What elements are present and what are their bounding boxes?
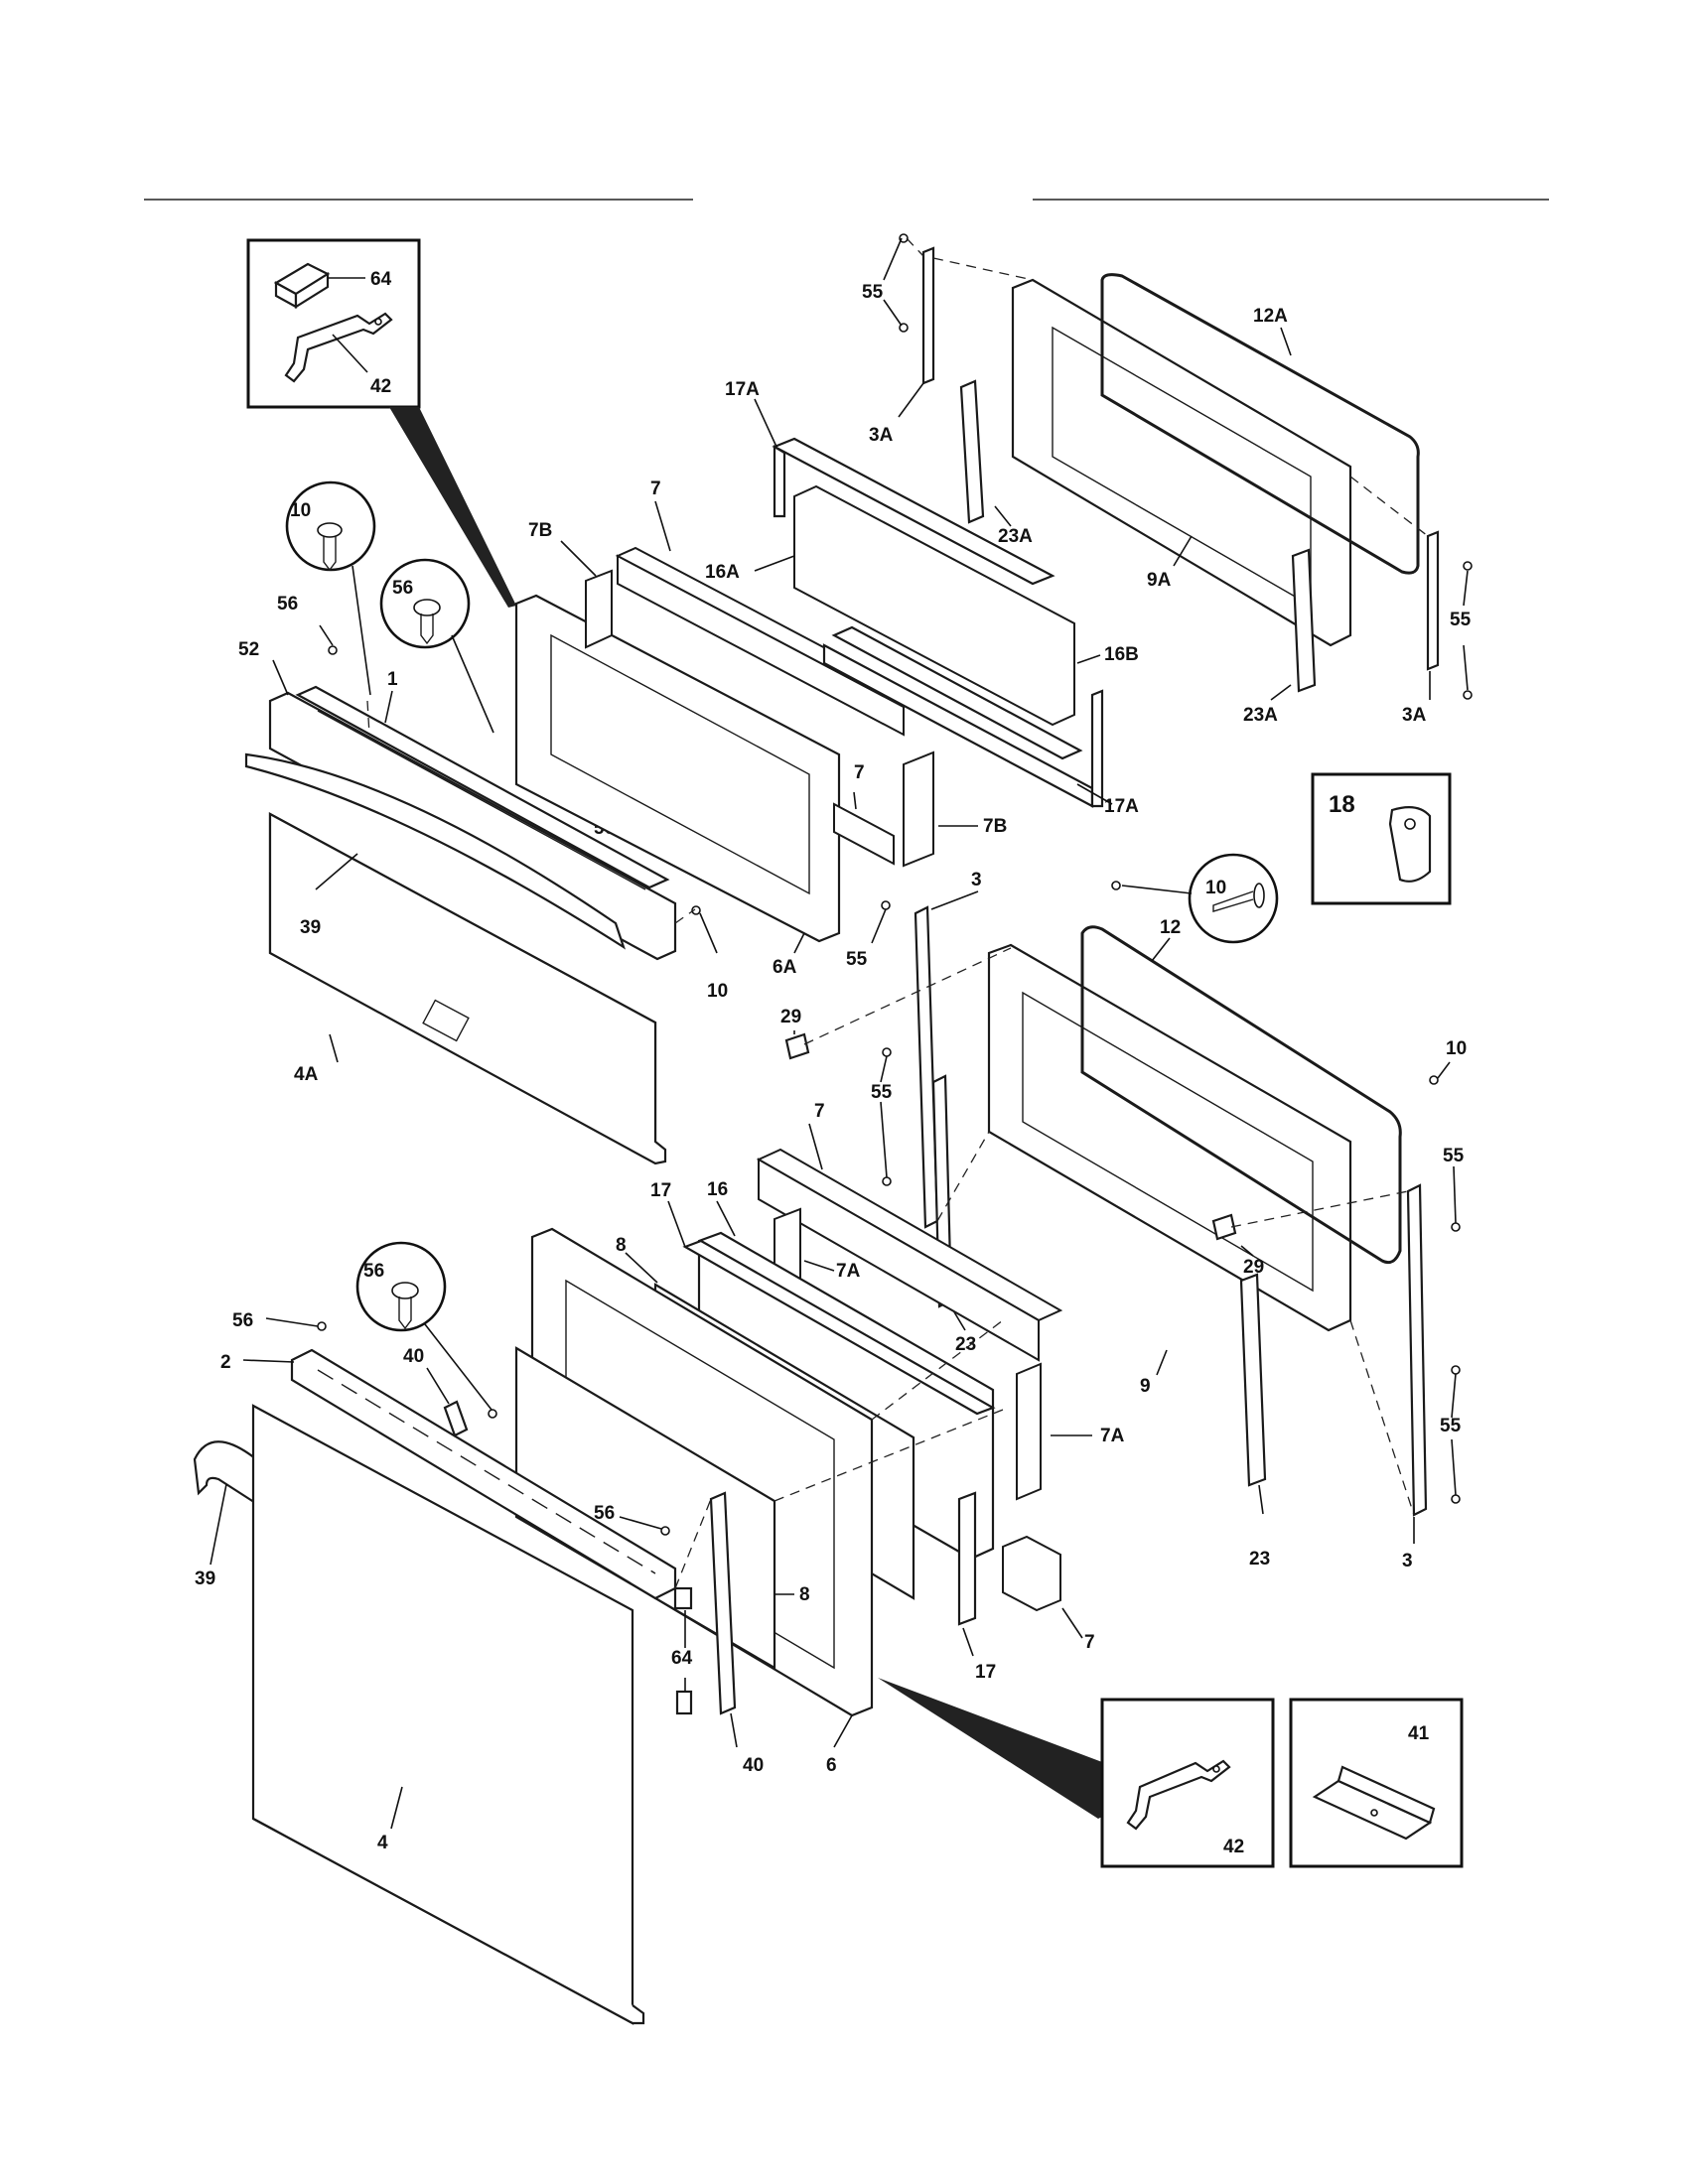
callout-3a-a: 3A — [869, 425, 894, 446]
callout-16: 16 — [707, 1179, 728, 1200]
detail-circle-screw-10-b — [1111, 853, 1279, 944]
upper-liner-assembly-right — [883, 233, 1473, 701]
callout-8-a: 8 — [616, 1235, 627, 1256]
inset-box-64-42-top — [246, 238, 421, 409]
callout-3-a: 3 — [971, 870, 982, 890]
callout-8-b: 8 — [799, 1584, 810, 1605]
callout-16a: 16A — [705, 562, 740, 583]
callout-16b: 16B — [1104, 644, 1139, 665]
callout-39-b: 39 — [195, 1569, 215, 1589]
callout-23a-b: 23A — [1243, 705, 1278, 726]
callout-7-c: 7 — [814, 1101, 825, 1122]
upper-door-assembly-left — [244, 624, 718, 1165]
inset-box-41 — [1289, 1698, 1464, 1868]
lower-door-assembly — [193, 1317, 712, 2025]
callout-3-b: 3 — [1402, 1551, 1413, 1571]
upper-inner-frames — [514, 398, 1113, 954]
callout-42-b: 42 — [1223, 1837, 1244, 1857]
callout-56-c: 56 — [232, 1310, 253, 1331]
callout-4a: 4A — [294, 1064, 319, 1085]
callout-29-b: 29 — [1243, 1257, 1264, 1278]
detail-circle-screw-10-a — [285, 480, 376, 696]
callout-3a-b: 3A — [1402, 705, 1427, 726]
callout-55-f: 55 — [1440, 1416, 1462, 1436]
callout-9: 9 — [1140, 1376, 1151, 1397]
inset-pointer-wedge-top — [389, 407, 516, 608]
inset-box-18 — [1311, 772, 1452, 905]
callout-56-circle-a: 56 — [392, 578, 413, 599]
callout-42-top: 42 — [370, 376, 391, 397]
callout-17-b: 17 — [975, 1662, 996, 1683]
detail-circle-screw-56-a — [379, 558, 494, 734]
callout-10-b: 10 — [1446, 1038, 1467, 1059]
detail-circle-screw-56-b — [355, 1241, 492, 1411]
callout-2: 2 — [220, 1352, 231, 1373]
callout-39-a: 39 — [300, 917, 321, 938]
callout-7-d: 7 — [1084, 1632, 1095, 1653]
inset-pointer-wedge-bottom — [878, 1678, 1102, 1819]
callout-56-a: 56 — [277, 594, 298, 614]
callout-10-circle-a: 10 — [290, 500, 311, 521]
callout-52: 52 — [238, 639, 259, 660]
callout-7a-b: 7A — [1100, 1426, 1125, 1446]
lower-inner-layers — [514, 1123, 1092, 1748]
callout-17a-b: 17A — [1104, 796, 1139, 817]
callout-7-b: 7 — [854, 762, 865, 783]
callout-17a-a: 17A — [725, 379, 760, 400]
callout-12a: 12A — [1253, 306, 1288, 327]
callout-40-a: 40 — [403, 1346, 424, 1367]
callout-55-a: 55 — [862, 282, 884, 303]
mid-liner-assembly-right — [784, 890, 1461, 1544]
callout-55-b: 55 — [1450, 610, 1472, 630]
callout-6a: 6A — [773, 957, 797, 978]
callout-40-b: 40 — [743, 1755, 764, 1776]
callout-7a-a: 7A — [836, 1261, 861, 1282]
callout-7b-a: 7B — [528, 520, 552, 541]
callout-23a-a: 23A — [998, 526, 1033, 547]
callout-41: 41 — [1408, 1723, 1430, 1744]
callout-9a: 9A — [1147, 570, 1172, 591]
callout-64-b: 64 — [671, 1648, 693, 1669]
callout-23-b: 23 — [1249, 1549, 1270, 1570]
inset-box-42-bottom — [1100, 1698, 1275, 1868]
callout-23-a: 23 — [955, 1334, 976, 1355]
callout-7-a: 7 — [650, 478, 661, 499]
callout-1: 1 — [387, 669, 398, 690]
callout-17-a: 17 — [650, 1180, 671, 1201]
callout-29-a: 29 — [780, 1007, 801, 1027]
callout-55-d: 55 — [871, 1082, 893, 1103]
callout-12: 12 — [1160, 917, 1181, 938]
callout-55-c: 55 — [846, 949, 868, 970]
callout-64-top: 64 — [370, 269, 392, 290]
callout-55-e: 55 — [1443, 1146, 1465, 1166]
callout-4: 4 — [377, 1833, 388, 1853]
callout-6: 6 — [826, 1755, 837, 1776]
callout-56-d: 56 — [594, 1503, 615, 1524]
callout-10-a: 10 — [707, 981, 728, 1002]
callout-18: 18 — [1329, 791, 1355, 818]
callout-7b-b: 7B — [983, 816, 1007, 837]
callout-56-circle-b: 56 — [363, 1261, 384, 1282]
callout-10-circle-b: 10 — [1205, 878, 1226, 898]
